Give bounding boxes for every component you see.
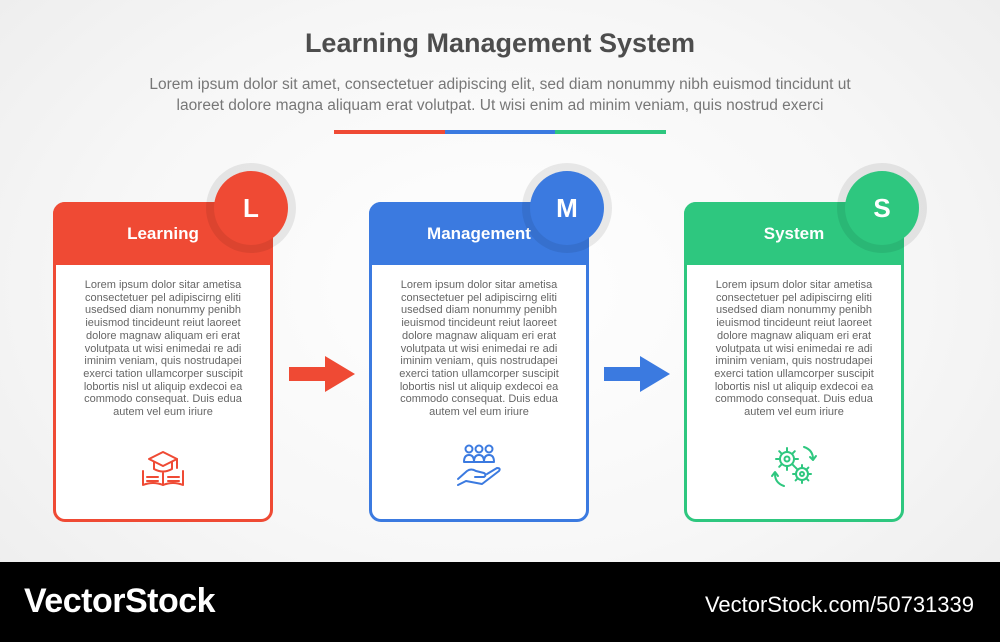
divider-green [555,130,667,134]
card-title: Management [427,224,531,243]
graduation-book-icon [142,451,184,486]
card-learning: Learning L Lorem ipsum dolor sitar ameti… [53,163,296,522]
watermark-footer: VectorStock VectorStock.com/50731339 [0,562,1000,642]
card-management: Management M Lorem ipsum dolor sitar ame… [369,163,612,522]
letter-badge-halo: S [837,163,927,253]
arrow-right-icon [289,356,355,392]
arrow-right-icon [604,356,670,392]
divider-red [334,130,445,134]
letter-badge: L [214,171,288,245]
card-title: System [763,224,825,243]
letter-badge-halo: L [206,163,296,253]
divider-blue [444,130,556,134]
card-system: System S Lorem ipsum dolor sitar ametisa… [684,163,927,522]
hand-people-icon [457,444,501,486]
subtitle-line-2: laoreet dolore magna aliquam erat volutp… [176,97,824,114]
letter-badge-halo: M [522,163,612,253]
page-subtitle: Lorem ipsum dolor sit amet, consectetuer… [60,74,940,116]
card-body-text: Lorem ipsum dolor sitar ametisa consecte… [714,279,874,419]
card-body-text: Lorem ipsum dolor sitar ametisa consecte… [83,279,243,419]
image-id-text: VectorStock.com/50731339 [704,592,974,617]
subtitle-line-1: Lorem ipsum dolor sit amet, consectetuer… [149,76,851,93]
card-body-text: Lorem ipsum dolor sitar ametisa consecte… [399,279,559,419]
brand-logo: VectorStock [24,582,216,620]
gears-cycle-icon [771,446,817,487]
card-title: Learning [127,224,199,243]
tricolor-divider [334,130,667,134]
letter-badge: M [530,171,604,245]
page-title: Learning Management System [304,28,696,58]
letter-badge: S [845,171,919,245]
